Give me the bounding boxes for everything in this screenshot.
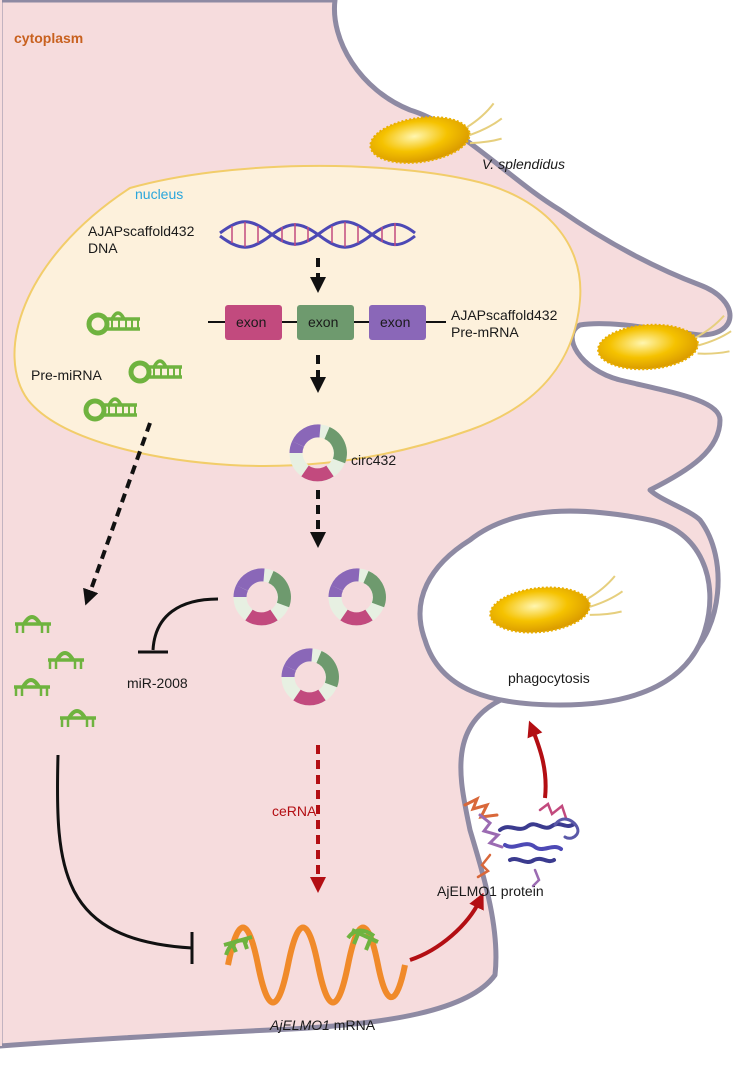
premrna-label-line2: Pre-mRNA (451, 324, 519, 340)
dna-label-line1: AJAPscaffold432 (88, 223, 195, 239)
pre-mirna-label: Pre-miRNA (31, 367, 102, 383)
pre-mrna (208, 305, 446, 340)
inhibit-mir2008 (138, 597, 219, 654)
inhibit-mrna (55, 754, 194, 964)
exon-2 (297, 305, 354, 340)
arrow-translation (409, 892, 484, 962)
dna-label-line2: DNA (88, 240, 118, 256)
ajelmo1-protein-structure (463, 795, 580, 888)
dna-label: AJAPscaffold432 DNA (88, 223, 194, 257)
mrna-gene-name: AjELMO1 (270, 1017, 330, 1033)
phagocytosis-label: phagocytosis (508, 670, 590, 686)
exon-3-label: exon (380, 314, 411, 330)
bacterium-name: V. splendidus (482, 156, 566, 172)
mrna-suffix: mRNA (329, 1017, 376, 1033)
cytoplasm-label: cytoplasm (14, 30, 84, 46)
premrna-label: AJAPscaffold432 Pre-mRNA (451, 307, 557, 341)
bacterium-label: V. splendidus (482, 156, 565, 173)
cerna-label: ceRNA (272, 803, 317, 819)
exon-1 (225, 305, 282, 340)
exon-2-label: exon (308, 314, 339, 330)
arrow-phagocytosis (527, 720, 548, 799)
mrna-label: AjELMO1 mRNA (270, 1017, 375, 1034)
mir2008-label: miR-2008 (127, 675, 188, 691)
dna-helix (219, 220, 416, 249)
exon-1-label: exon (236, 314, 267, 330)
circ432-label: circ432 (351, 452, 397, 468)
premrna-label-line1: AJAPscaffold432 (451, 307, 558, 323)
nucleus-label: nucleus (135, 186, 184, 202)
arrow-premirna-to-mirna (83, 422, 152, 606)
protein-label: AjELMO1 protein (437, 883, 544, 899)
ajelmo1-mrna (225, 924, 408, 1006)
exon-3 (369, 305, 426, 340)
